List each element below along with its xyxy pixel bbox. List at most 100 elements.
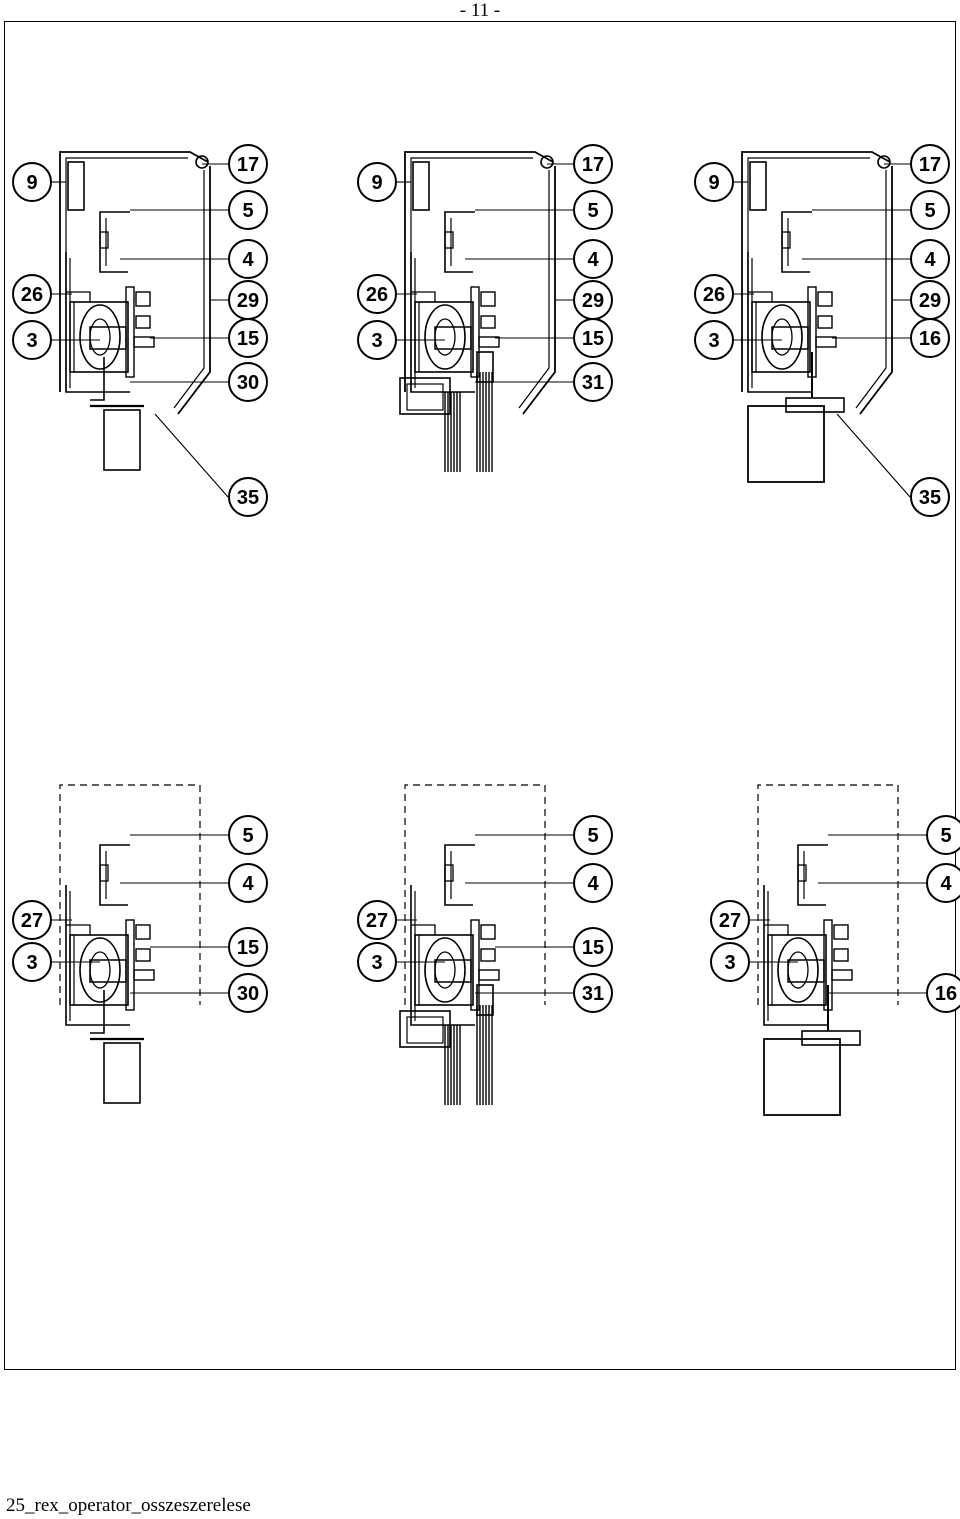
callout-number: 27 <box>366 910 388 932</box>
bracket <box>797 844 828 906</box>
callout-circle <box>228 144 268 184</box>
bracket <box>444 844 475 906</box>
rail-profile <box>410 252 475 393</box>
rail-profile <box>65 885 130 1026</box>
callout-number: 5 <box>940 825 951 847</box>
callout-circle <box>910 318 950 358</box>
callout-number: 26 <box>366 284 388 306</box>
callout-4: 4 <box>465 239 613 279</box>
leader-line <box>154 413 229 498</box>
callout-circle <box>910 144 950 184</box>
callout-circle <box>573 863 613 903</box>
door-block <box>747 405 825 483</box>
callout-circle <box>573 239 613 279</box>
callout-30: 30 <box>130 973 268 1013</box>
callout-circle <box>228 927 268 967</box>
callout-3: 3 <box>12 320 100 360</box>
bracket <box>444 211 475 273</box>
callout-17: 17 <box>884 144 950 184</box>
callout-circle <box>228 239 268 279</box>
rail-lip <box>411 924 436 935</box>
t-profile <box>90 357 105 401</box>
callout-number: 9 <box>371 172 382 194</box>
roller <box>79 304 121 370</box>
callout-circle <box>694 162 734 202</box>
roller <box>424 937 466 1003</box>
callout-number: 31 <box>582 983 604 1005</box>
callout-4: 4 <box>120 863 268 903</box>
callout-number: 5 <box>242 825 253 847</box>
bracket-bolt <box>444 864 454 882</box>
callout-3: 3 <box>694 320 782 360</box>
callout-29: 29 <box>892 280 950 320</box>
callout-number: 5 <box>924 200 935 222</box>
callout-number: 3 <box>371 330 382 352</box>
callout-9: 9 <box>12 162 66 202</box>
drawing-frame <box>4 21 956 1370</box>
roller <box>424 304 466 370</box>
callout-number: 15 <box>582 937 604 959</box>
hanger-clamp <box>801 1030 861 1046</box>
dashed-outline <box>404 784 546 1005</box>
callout-circle <box>357 900 397 940</box>
callout-circle <box>694 274 734 314</box>
callout-27: 27 <box>710 900 770 940</box>
callout-number: 3 <box>371 952 382 974</box>
bolt-head <box>135 924 151 940</box>
callout-number: 4 <box>940 873 952 895</box>
door-leaf <box>103 1042 141 1104</box>
bolt-head <box>480 315 496 329</box>
callout-number: 29 <box>919 290 941 312</box>
bolt-head <box>480 948 496 962</box>
bracket-bolt <box>444 231 454 249</box>
roller <box>79 937 121 1003</box>
callout-number: 5 <box>587 825 598 847</box>
callout-number: 3 <box>724 952 735 974</box>
cover-hinge <box>540 155 554 169</box>
cover-insert <box>67 161 85 211</box>
callout-number: 4 <box>587 873 599 895</box>
callout-number: 17 <box>919 154 941 176</box>
bolt-head <box>135 948 151 962</box>
callout-5: 5 <box>828 815 960 855</box>
callout-15: 15 <box>150 318 268 358</box>
callout-circle <box>228 973 268 1013</box>
callout-circle <box>12 320 52 360</box>
callout-circle <box>573 927 613 967</box>
cover-hinge <box>195 155 209 169</box>
callout-circle <box>228 362 268 402</box>
frame-profile <box>406 383 444 411</box>
callout-number: 15 <box>237 937 259 959</box>
callout-31: 31 <box>475 973 613 1013</box>
rail-profile <box>747 252 812 393</box>
bracket-bolt <box>99 231 109 249</box>
page-number: - 11 - <box>459 0 501 21</box>
callout-number: 29 <box>582 290 604 312</box>
callout-5: 5 <box>475 815 613 855</box>
footer-filename: 25_rex_operator_osszeszerelese <box>6 1495 251 1516</box>
nut <box>478 336 500 348</box>
callout-circle <box>910 239 950 279</box>
callout-circle <box>573 973 613 1013</box>
callout-number: 3 <box>708 330 719 352</box>
callout-circle <box>228 863 268 903</box>
callout-number: 4 <box>587 249 599 271</box>
callout-4: 4 <box>465 863 613 903</box>
callout-16: 16 <box>828 973 960 1013</box>
callout-number: 26 <box>703 284 725 306</box>
callout-26: 26 <box>694 274 754 314</box>
dashed-outline <box>59 784 201 1005</box>
callout-15: 15 <box>495 318 613 358</box>
bracket-bolt <box>99 864 109 882</box>
frame-profile <box>406 1016 444 1044</box>
nut <box>478 969 500 981</box>
callout-number: 4 <box>924 249 936 271</box>
callout-circle <box>573 190 613 230</box>
section-view-F: 27 3 5 4 16 <box>710 784 960 1116</box>
mounting-plate <box>125 286 135 378</box>
callout-circle <box>926 863 960 903</box>
bolt-head <box>135 291 151 307</box>
